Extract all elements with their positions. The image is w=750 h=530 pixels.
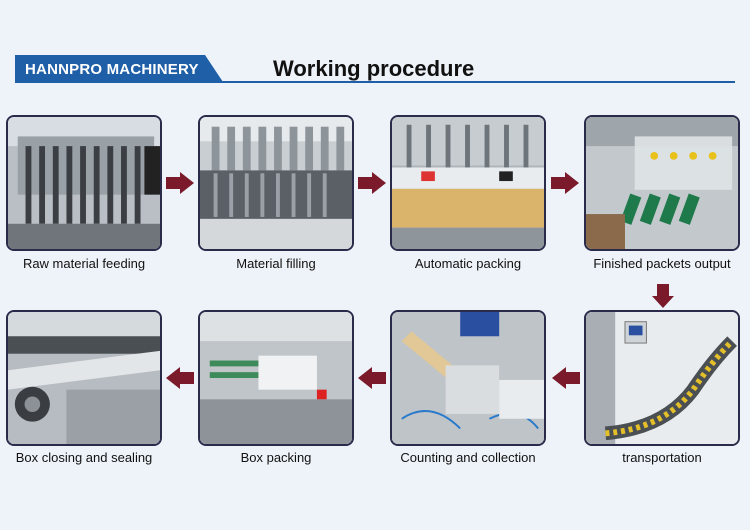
step-caption: Box packing [240,450,312,465]
step-photo-box-packing [198,310,354,446]
step-caption: transportation [622,450,702,465]
arrow-left-icon [552,367,580,389]
step-caption: Finished packets output [593,256,731,271]
arrow-down-icon [652,284,674,308]
step-photo-material-filling [198,115,354,251]
step-photo-counting-and-collection [390,310,546,446]
step-caption: Automatic packing [414,256,522,271]
step-caption: Counting and collection [400,450,536,465]
step-photo-automatic-packing [390,115,546,251]
step-caption: Material filling [236,256,316,271]
arrow-left-icon [358,367,386,389]
arrow-right-icon [166,172,194,194]
brand-name: HANNPRO MACHINERY [25,61,199,78]
page-title: Working procedure [273,56,475,81]
step-photo-raw-material-feeding [6,115,162,251]
step-photo-transportation [584,310,740,446]
brand-banner: HANNPRO MACHINERY [15,55,223,82]
header-divider [15,81,735,83]
arrow-right-icon [358,172,386,194]
arrow-right-icon [551,172,579,194]
step-caption: Raw material feeding [22,256,146,271]
step-photo-finished-packets-output [584,115,740,251]
step-photo-box-closing-and-sealing [6,310,162,446]
step-caption: Box closing and sealing [15,450,153,465]
arrow-left-icon [166,367,194,389]
